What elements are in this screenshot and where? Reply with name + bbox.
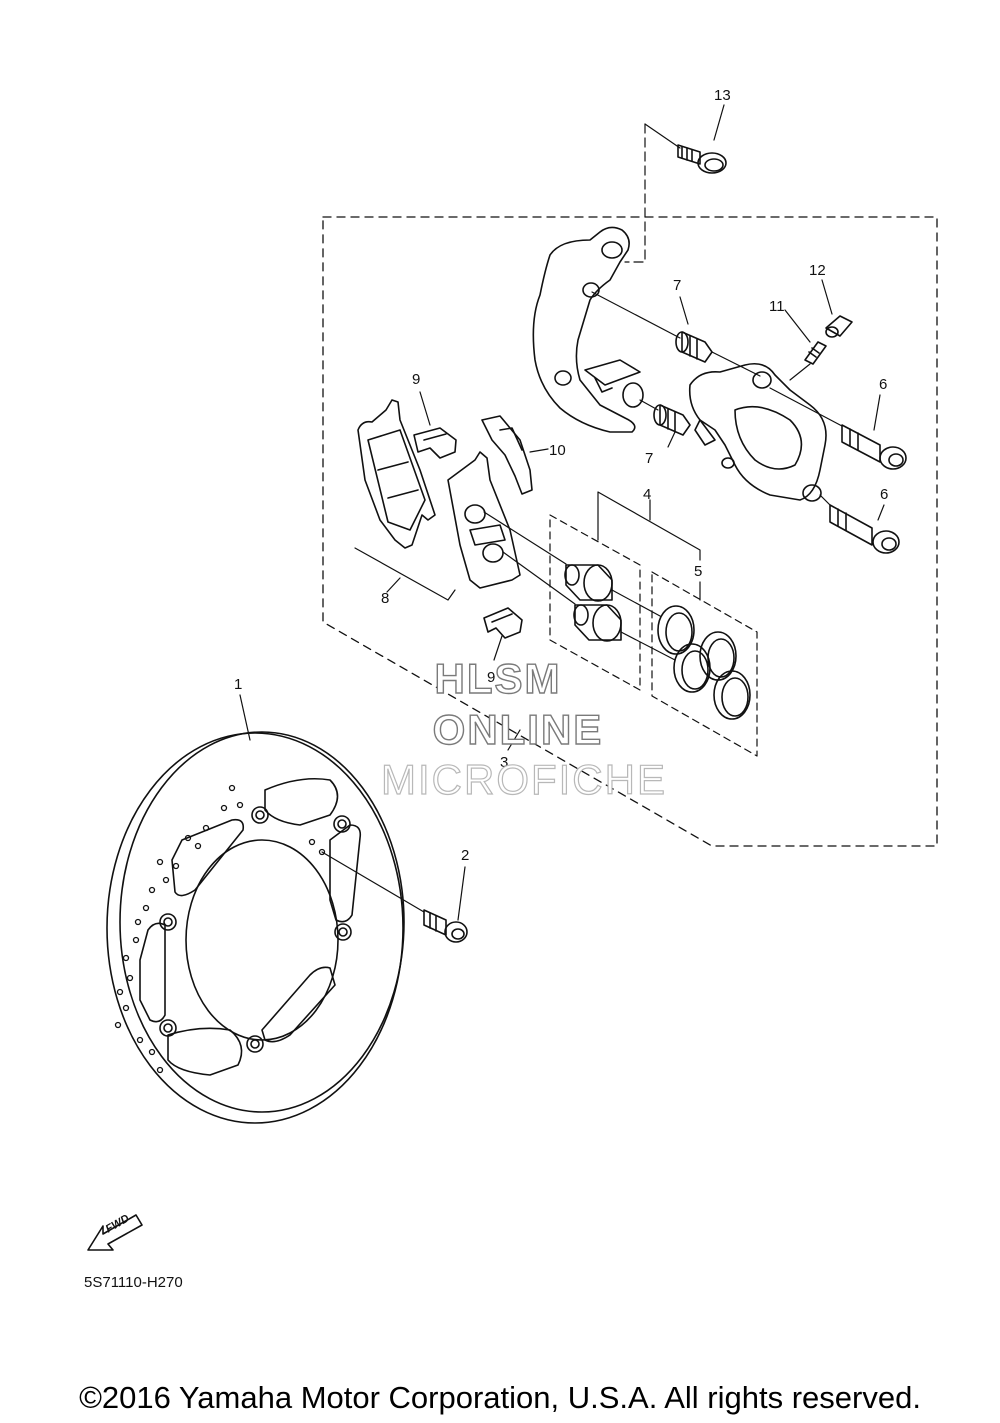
callout-12: 12 [809,262,826,279]
callout-10: 10 [549,442,566,459]
callout-7-lower: 7 [645,450,654,467]
bleed-cap-12 [825,315,853,338]
caliper-assembly-boundary [322,216,938,847]
callout-3: 3 [500,754,509,771]
brake-pad-outer [357,399,436,549]
callout-2: 2 [461,847,470,864]
leader-8 [354,547,456,601]
callout-11: 11 [769,298,785,315]
brake-disc [106,731,405,1124]
copyright-notice: ©2016 Yamaha Motor Corporation, U.S.A. A… [79,1380,921,1415]
disc-vent-holes [114,784,326,1074]
callout-8: 8 [381,590,390,607]
watermark-line-3: MICROFICHE [380,755,667,803]
callout-1: 1 [234,676,243,693]
callout-5: 5 [694,563,703,580]
leader-13-arrow [644,123,681,149]
slide-pin-boot-lower [653,404,691,436]
pad-clip-upper [413,427,457,459]
fwd-arrow-icon [87,1214,143,1251]
pad-clip-lower [483,607,523,639]
pad-spring-10 [481,415,533,495]
caliper-bracket [532,226,644,433]
bleed-screw-11 [804,341,827,365]
callout-7-upper: 7 [673,277,682,294]
callout-4: 4 [643,486,652,503]
brake-pad-inner-shim [447,451,521,589]
piston-seals [657,605,751,720]
callout-9-upper: 9 [412,371,421,388]
caliper-body [688,362,827,502]
watermark-line-1: HLSM [434,654,562,702]
leader-4 [597,491,701,561]
caliper-bolt-upper [841,424,907,470]
callout-9-lower: 9 [487,669,496,686]
disc-bolt-2 [423,909,468,943]
diagram-code: 5S71110-H270 [84,1274,183,1291]
callout-6-lower: 6 [880,486,889,503]
leader-13 [624,123,646,263]
seal-kit-boundary [651,571,758,757]
bolt-13 [677,144,727,174]
piston-lower [573,604,622,642]
slide-pin-boot-upper [675,331,713,363]
piston-kit-boundary [549,514,641,691]
callout-6-upper: 6 [879,376,888,393]
caliper-bolt-lower [829,504,900,554]
watermark-line-2: ONLINE [432,705,604,753]
piston-upper [564,564,613,602]
callout-13: 13 [714,87,731,104]
